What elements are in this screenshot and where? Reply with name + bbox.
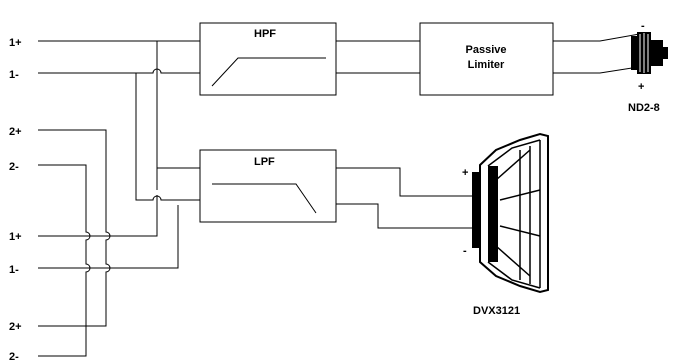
tweeter-driver: - + ND2-8: [628, 20, 668, 114]
tweeter-mount: [631, 36, 637, 70]
input-label-2minus-a: 2-: [9, 161, 19, 173]
woofer-minus-label: -: [463, 245, 467, 257]
tweeter-minus-label: -: [641, 20, 645, 32]
woofer-frame: [488, 166, 498, 262]
woofer-plus-label: +: [462, 167, 468, 179]
hpf-block: HPF: [199, 22, 337, 96]
lpf-block: LPF: [199, 149, 337, 223]
input-label-2plus-b: 2+: [9, 321, 22, 333]
input-label-1minus-top: 1-: [9, 69, 19, 81]
hpf-label: HPF: [254, 28, 276, 40]
input-label-2minus-b: 2-: [9, 351, 19, 363]
input-label-2plus-a: 2+: [9, 126, 22, 138]
input-label-1plus-top: 1+: [9, 37, 22, 49]
lpf-label: LPF: [254, 156, 275, 168]
woofer-driver: + - DVX3121: [462, 132, 549, 317]
input-label-1minus-mid: 1-: [9, 264, 19, 276]
wires-lpf-to-woofer: [336, 167, 476, 229]
tweeter-magnet: [651, 40, 663, 66]
input-label-1plus-mid: 1+: [9, 231, 22, 243]
wires-limiter-to-tweeter: [553, 32, 646, 74]
limiter-label-line2: Limiter: [468, 59, 505, 71]
passive-limiter-block: Passive Limiter: [419, 22, 554, 96]
wires-bus: [38, 41, 200, 357]
tweeter-model-label: ND2-8: [628, 102, 660, 114]
lpf-curve: [212, 183, 317, 214]
woofer-model-label: DVX3121: [473, 305, 520, 317]
tweeter-plus-label: +: [638, 81, 644, 93]
hpf-curve: [211, 57, 326, 87]
wires-hpf-to-limiter: [336, 40, 420, 74]
limiter-label-line1: Passive: [466, 44, 507, 56]
woofer-magnet: [472, 172, 480, 248]
wires-top-inputs: [38, 40, 200, 74]
